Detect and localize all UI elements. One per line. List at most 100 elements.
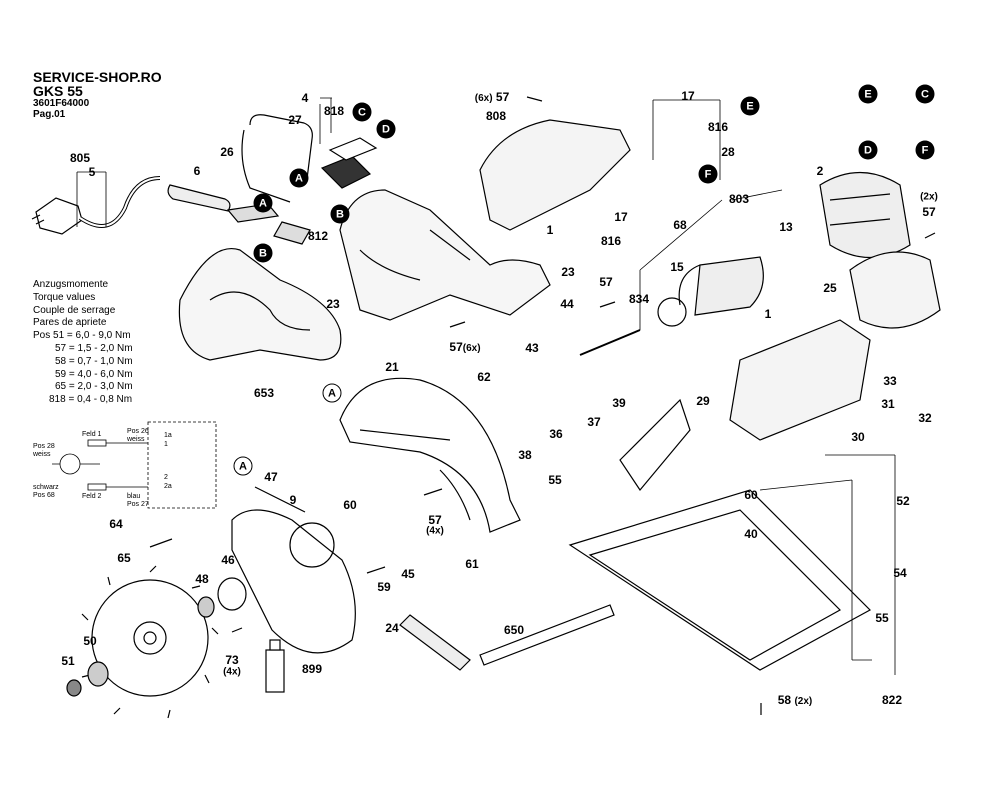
- wiring-label-blau: blau: [127, 493, 141, 500]
- callout-60-base: 60: [744, 488, 758, 502]
- base-plate: [568, 489, 871, 671]
- callout-24: 24: [385, 621, 399, 635]
- wiring-label-weiss: weiss: [127, 436, 145, 443]
- connector-marker-c: C: [352, 102, 372, 122]
- torque-values-table: Anzugsmomente Torque values Couple de se…: [33, 279, 133, 407]
- gear-housing: [479, 119, 631, 231]
- callout-57-guard-qty: (4x): [426, 525, 444, 537]
- callout-52: 52: [896, 494, 910, 508]
- wiring-label-pos26: Pos 26: [127, 428, 149, 435]
- callout-13: 13: [779, 220, 793, 234]
- wiring-terminal-1: 1: [164, 441, 168, 448]
- callout-47: 47: [264, 470, 278, 484]
- connector-marker-d: D: [376, 119, 396, 139]
- wiring-label-feld2: Feld 2: [82, 493, 102, 500]
- torque-row: 818 = 0,4 - 0,8 Nm: [49, 394, 133, 406]
- callout-57-top-qty: (6x): [474, 93, 493, 104]
- callout-57-housing: 57(6x): [449, 340, 480, 354]
- callout-40: 40: [744, 527, 758, 541]
- connector-marker-a: A: [289, 168, 309, 188]
- callout-816-lower: 816: [600, 234, 622, 248]
- page-number: Pag.01: [33, 109, 66, 120]
- callout-60-guard: 60: [343, 498, 357, 512]
- callout-45: 45: [401, 567, 415, 581]
- callout-57-qty-top: (6x) 57: [475, 90, 510, 104]
- wiring-label-feld1: Feld 1: [82, 431, 102, 438]
- switch-unit: [320, 137, 378, 189]
- callout-9: 9: [289, 493, 297, 507]
- callout-33: 33: [883, 374, 897, 388]
- callout-38: 38: [518, 448, 532, 462]
- torque-row: Pos 51 = 6,0 - 9,0 Nm: [33, 330, 131, 342]
- callout-57-housing-num: 57: [449, 340, 463, 354]
- callout-1-motor-housing: 1: [764, 307, 772, 321]
- reference-marker-a: A: [233, 456, 253, 476]
- callout-50: 50: [83, 634, 97, 648]
- callout-65: 65: [117, 551, 131, 565]
- wiring-label-pos28: Pos 28: [33, 443, 55, 450]
- callout-37: 37: [587, 415, 601, 429]
- callout-64: 64: [109, 517, 123, 531]
- callout-23-lower: 23: [326, 297, 340, 311]
- callout-15: 15: [670, 260, 684, 274]
- callout-32: 32: [918, 411, 932, 425]
- callout-55-left: 55: [548, 473, 562, 487]
- wiring-terminal-1a: 1a: [164, 432, 172, 439]
- callout-2: 2: [816, 164, 824, 178]
- callout-6: 6: [193, 164, 201, 178]
- callout-30: 30: [851, 430, 865, 444]
- callout-55-right: 55: [875, 611, 889, 625]
- callout-31: 31: [881, 397, 895, 411]
- connector-marker-f: F: [698, 164, 718, 184]
- grip-sleeve: [167, 184, 231, 212]
- connector-marker-c: C: [915, 84, 935, 104]
- callout-57-right: 57: [922, 205, 936, 219]
- connector-marker-a: A: [253, 193, 273, 213]
- callout-44: 44: [560, 297, 574, 311]
- connector-marker-d: D: [858, 140, 878, 160]
- callout-17-top: 17: [681, 89, 695, 103]
- callout-73-qty: (4x): [223, 666, 241, 678]
- torque-row: 59 = 4,0 - 6,0 Nm: [55, 368, 133, 380]
- wiring-label-schwarz: schwarz: [33, 484, 59, 491]
- callout-803: 803: [728, 192, 750, 206]
- callout-816-top: 816: [707, 120, 729, 134]
- callout-29: 29: [696, 394, 710, 408]
- callout-1-gear-housing: 1: [546, 223, 554, 237]
- screws: [149, 96, 936, 715]
- model-name: GKS 55: [33, 83, 83, 99]
- grease-tube: [265, 639, 285, 693]
- connector-marker-e: E: [740, 96, 760, 116]
- callout-57-top: 57: [495, 90, 510, 104]
- callout-51: 51: [61, 654, 75, 668]
- callout-39: 39: [612, 396, 626, 410]
- callout-62: 62: [477, 370, 491, 384]
- torque-row: 58 = 0,7 - 1,0 Nm: [55, 355, 133, 367]
- callout-48: 48: [195, 572, 209, 586]
- callout-5: 5: [88, 165, 96, 179]
- wiring-diagram: [52, 421, 217, 509]
- callout-57-housing-qty: (6x): [462, 343, 481, 354]
- callout-54: 54: [893, 566, 907, 580]
- housing-shell-upper: [339, 189, 551, 321]
- callout-653: 653: [253, 386, 275, 400]
- wiring-label-weiss2: weiss: [33, 451, 51, 458]
- connector-marker-b: B: [253, 243, 273, 263]
- callout-21: 21: [385, 360, 399, 374]
- callout-4: 4: [301, 91, 309, 105]
- connector-marker-f: F: [915, 140, 935, 160]
- torque-heading-de: Anzugsmomente: [33, 279, 109, 290]
- callout-58-num: 58: [777, 693, 792, 707]
- callout-59: 59: [377, 580, 391, 594]
- callout-26: 26: [220, 145, 234, 159]
- callout-43: 43: [525, 341, 539, 355]
- motor-housing-cap: [849, 251, 941, 329]
- callout-899: 899: [301, 662, 323, 676]
- callout-812: 812: [307, 229, 329, 243]
- callout-36: 36: [549, 427, 563, 441]
- saw-blade: [81, 565, 219, 719]
- callout-23-upper: 23: [561, 265, 575, 279]
- torque-heading-es: Pares de apriete: [33, 317, 107, 329]
- callout-46: 46: [221, 553, 235, 567]
